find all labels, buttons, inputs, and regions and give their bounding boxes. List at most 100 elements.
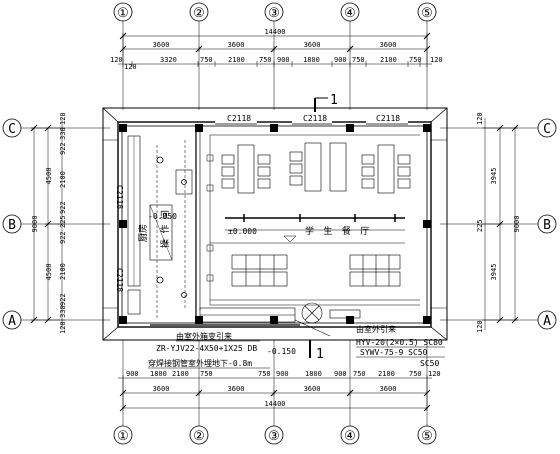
svg-text:922: 922: [59, 201, 67, 214]
top-dimensions: [118, 32, 432, 67]
dim-left-inner: 120 330 922 2100 922 225 922 2100 922 33…: [59, 112, 67, 334]
note-conduit: 穿焊接钢管室外埋地下-0.8m: [148, 358, 252, 368]
right-wall-details: [103, 139, 447, 309]
axis-bubbles-right: C B A: [537, 118, 557, 330]
dim-right-outer-1: 3945: [490, 168, 498, 185]
svg-text:750: 750: [409, 370, 422, 378]
section-mark-top: 1: [314, 93, 338, 112]
dim-total-top: 14400: [264, 28, 285, 36]
dim-bay-top-1: 3600: [153, 41, 170, 49]
svg-text:922: 922: [59, 293, 67, 306]
svg-text:1800: 1800: [150, 370, 167, 378]
level-label-dining: ±0.000: [228, 227, 257, 236]
svg-text:120: 120: [59, 112, 67, 125]
axis-label-left-c: C: [8, 122, 16, 137]
section-mark-bottom: 1: [309, 340, 324, 362]
room-label-kitchen-a: 厨房: [137, 224, 149, 242]
svg-text:750: 750: [200, 56, 213, 64]
note-sc50: SC50: [420, 359, 439, 368]
room-label-dining: 学 生 餐 厅: [305, 225, 371, 237]
dining-tables: [221, 142, 411, 287]
note-hyv-cable: HYV-20(2×0.5) SC80: [356, 338, 443, 347]
bottom-dimensions: [118, 375, 432, 412]
svg-text:120: 120: [428, 370, 441, 378]
dim-sub-bottom: 900 1800 2100 750 750 900 1800 900 750 2…: [126, 370, 441, 378]
axis-label-bottom-3: ③: [268, 429, 280, 444]
axis-label-top-5: ⑤: [421, 6, 433, 21]
svg-text:3320: 3320: [160, 56, 177, 64]
dim-bay-bottom-4: 3600: [380, 385, 397, 393]
svg-text:120: 120: [430, 56, 443, 64]
axis-label-bottom-5: ⑤: [421, 429, 433, 444]
dim-bay-top-4: 3600: [380, 41, 397, 49]
svg-text:750: 750: [258, 370, 271, 378]
axis-label-right-a: A: [543, 314, 551, 329]
lighting-circuits: [206, 134, 420, 306]
axis-label-bottom-1: ①: [117, 429, 129, 444]
level-label-kitchen: -0.050: [148, 212, 177, 221]
svg-text:2100: 2100: [172, 370, 189, 378]
axis-label-bottom-2: ②: [193, 429, 205, 444]
svg-text:922: 922: [59, 231, 67, 244]
svg-text:2100: 2100: [228, 56, 245, 64]
svg-text:900: 900: [277, 56, 290, 64]
svg-text:750: 750: [200, 370, 213, 378]
dim-left-total: 9000: [31, 216, 39, 233]
svg-text:750: 750: [409, 56, 422, 64]
note-incoming-1: 由室外箱变引来: [176, 331, 232, 341]
dim-bay-bottom-3: 3600: [304, 385, 321, 393]
room-label-kitchen-b: 操 作 间: [159, 210, 171, 248]
svg-text:750: 750: [352, 56, 365, 64]
dim-bay-bottom-1: 3600: [153, 385, 170, 393]
dim-bay-top-2: 3600: [228, 41, 245, 49]
window-code-top-2: C2118: [303, 114, 327, 123]
dim-sub-top: 120 120 3320 750 2100 750 900 1800 900 7…: [110, 56, 443, 71]
dim-bay-top-3: 3600: [304, 41, 321, 49]
dim-left-outer-2: 4500: [45, 264, 53, 281]
axis-bubbles-top: ① ② ③ ④ ⑤: [113, 2, 437, 22]
axis-label-top-4: ④: [344, 6, 356, 21]
svg-text:750: 750: [353, 370, 366, 378]
dim-right-inner-2: 225: [476, 219, 484, 232]
svg-text:1: 1: [316, 347, 324, 362]
svg-text:900: 900: [276, 370, 289, 378]
level-label-bottom: -0.150: [267, 347, 296, 356]
svg-text:2100: 2100: [380, 56, 397, 64]
axis-label-left-a: A: [8, 314, 16, 329]
svg-text:2100: 2100: [59, 263, 67, 280]
svg-text:225: 225: [59, 215, 67, 228]
svg-text:330: 330: [59, 127, 67, 140]
dim-right-inner-1: 120: [476, 112, 484, 125]
structural-columns: [119, 124, 431, 324]
note-incoming-2: 由室外引来: [356, 324, 396, 334]
svg-text:900: 900: [334, 370, 347, 378]
annotation-notes: 由室外箱变引来 ZR-YJV22-4X50+1X25 DB 穿焊接钢管室外埋地下…: [148, 324, 445, 369]
svg-text:900: 900: [334, 56, 347, 64]
svg-text:120: 120: [59, 321, 67, 334]
svg-text:1800: 1800: [303, 56, 320, 64]
dim-right-outer-2: 3945: [490, 264, 498, 281]
svg-text:2100: 2100: [378, 370, 395, 378]
window-code-top-3: C2118: [376, 114, 400, 123]
dim-right-total: 9000: [513, 216, 521, 233]
kitchen-area: 厨房 操 作 间 -0.050: [127, 135, 193, 320]
dim-left-outer-1: 4500: [45, 168, 53, 185]
left-dimensions: [30, 118, 65, 330]
window-code-left-1: C2118: [115, 185, 124, 209]
svg-text:2100: 2100: [59, 171, 67, 188]
axis-label-right-b: B: [543, 218, 551, 233]
svg-text:1: 1: [330, 93, 338, 108]
window-code-top-1: C2118: [227, 114, 251, 123]
axis-label-top-2: ②: [193, 6, 205, 21]
svg-text:1800: 1800: [305, 370, 322, 378]
window-code-left-2: C2118: [115, 268, 124, 292]
dim-right-inner-3: 120: [476, 320, 484, 333]
svg-text:330: 330: [59, 305, 67, 318]
note-cable-spec: ZR-YJV22-4X50+1X25 DB: [156, 344, 257, 353]
axis-label-top-1: ①: [117, 6, 129, 21]
svg-text:900: 900: [126, 370, 139, 378]
svg-text:750: 750: [259, 56, 272, 64]
svg-text:120: 120: [110, 56, 123, 64]
